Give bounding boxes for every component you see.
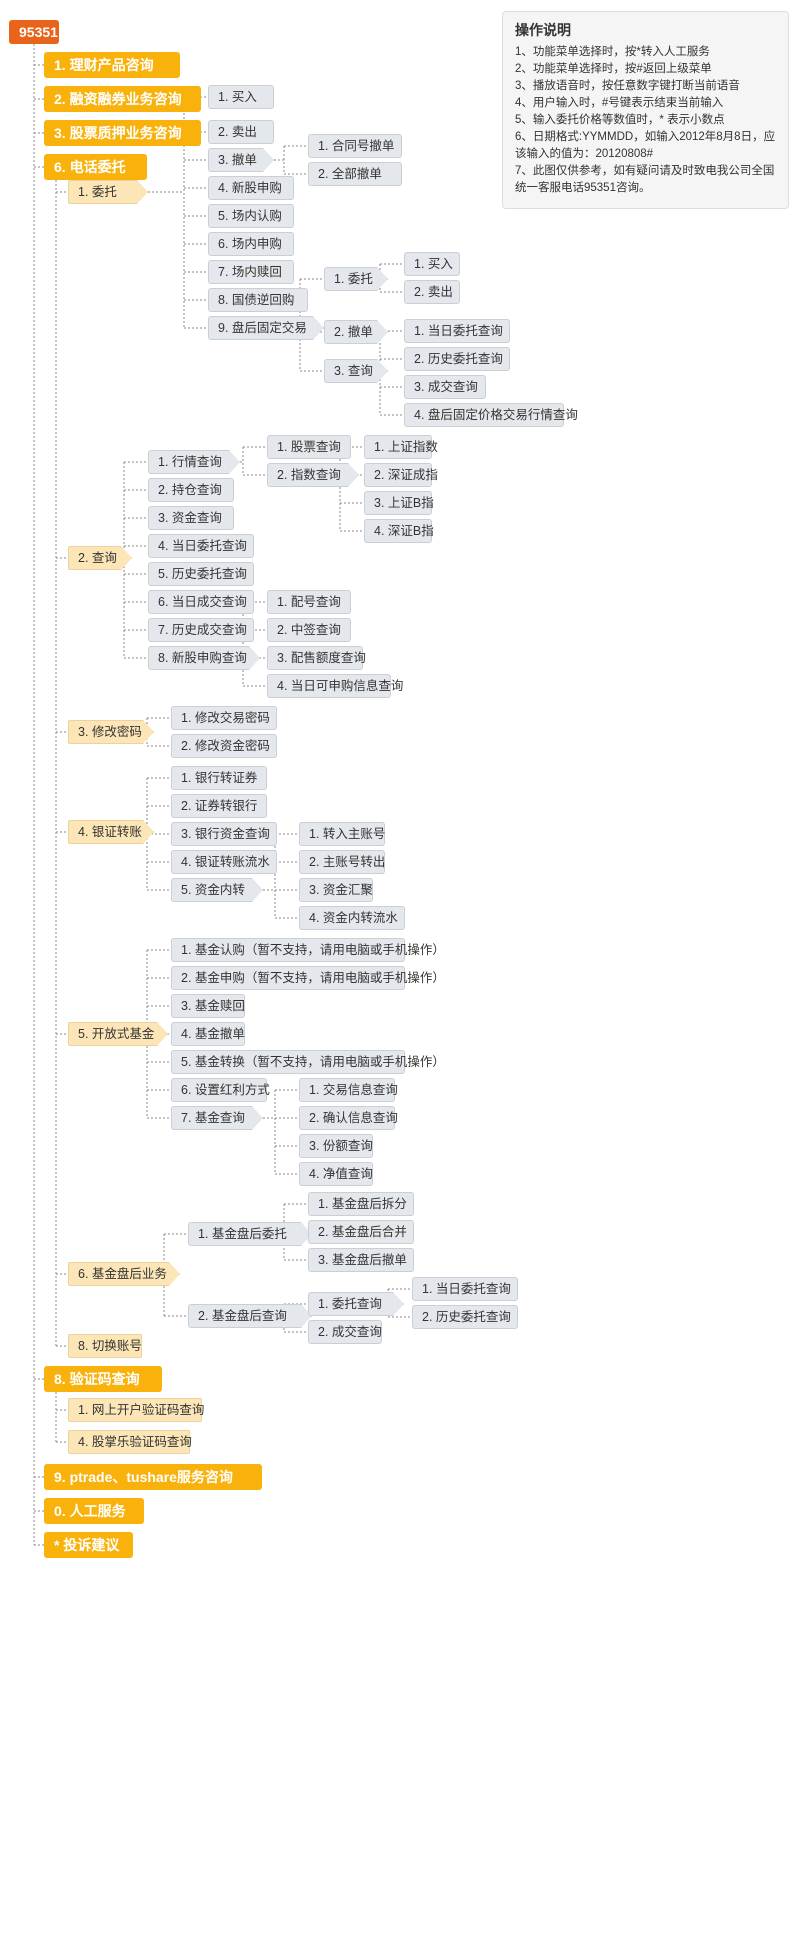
menu-node-3-4-6-3: 4. 净值查询: [299, 1162, 373, 1186]
instruction-line: 4、用户输入时，#号键表示结束当前输入: [515, 97, 724, 109]
menu-node-3-0-8-1: 2. 撤单: [324, 320, 388, 344]
menu-node-3-1: 2. 查询: [68, 546, 132, 570]
menu-node-3-0-0: 1. 买入: [208, 85, 274, 109]
menu-node-3-0-8-0-0: 1. 买入: [404, 252, 460, 276]
menu-node-3-0-4: 5. 场内认购: [208, 204, 294, 228]
menu-node-3-4-5: 6. 设置红利方式: [171, 1078, 270, 1102]
menu-node-3-4-6-1: 2. 确认信息查询: [299, 1106, 398, 1130]
menu-node-3-0-8-2-3: 4. 盘后固定价格交易行情查询: [404, 403, 578, 427]
menu-node-4-0: 1. 网上开户验证码查询: [68, 1398, 204, 1422]
menu-node-3-3-3: 4. 银证转账流水: [171, 850, 277, 874]
menu-node-3-5-0-0: 1. 基金盘后拆分: [308, 1192, 414, 1216]
menu-node-3-1-7: 8. 新股申购查询: [148, 646, 260, 670]
menu-node-3-1-7-0: 1. 配号查询: [267, 590, 351, 614]
menu-node-3-0-1: 2. 卖出: [208, 120, 274, 144]
menu-node-3-0-8-2-1: 2. 历史委托查询: [404, 347, 510, 371]
instruction-line: 3、播放语音时，按任意数字键打断当前语音: [515, 80, 740, 92]
instructions-panel: 操作说明 1、功能菜单选择时，按*转入人工服务 2、功能菜单选择时，按#返回上级…: [502, 11, 789, 209]
menu-node-3-1-7-2: 3. 配售额度查询: [267, 646, 366, 670]
menu-node-3-0-5: 6. 场内申购: [208, 232, 294, 256]
menu-node-0: 1. 理财产品咨询: [44, 52, 180, 78]
menu-node-3-3: 4. 银证转账: [68, 820, 154, 844]
menu-node-3-5-1-0-1: 2. 历史委托查询: [412, 1305, 518, 1329]
menu-node-3-0-8-0: 1. 委托: [324, 267, 388, 291]
menu-node-3-4-6: 7. 基金查询: [171, 1106, 263, 1130]
menu-node-3: 6. 电话委托: [44, 154, 147, 180]
menu-node-3-4-6-0: 1. 交易信息查询: [299, 1078, 398, 1102]
menu-node-5: 9. ptrade、tushare服务咨询: [44, 1464, 262, 1490]
menu-node-3-0-8: 9. 盘后固定交易: [208, 316, 324, 340]
menu-node-3-4: 5. 开放式基金: [68, 1022, 168, 1046]
menu-node-3-1-4: 5. 历史委托查询: [148, 562, 254, 586]
instruction-line: 7、此图仅供参考，如有疑问请及时致电我公司全国统一客服电话95351咨询。: [515, 165, 775, 194]
menu-node-3-1-5: 6. 当日成交查询: [148, 590, 254, 614]
menu-node-4-1: 4. 股掌乐验证码查询: [68, 1430, 192, 1454]
menu-node-3-1-1: 2. 持仓查询: [148, 478, 234, 502]
menu-node-3-0-2-1: 2. 全部撤单: [308, 162, 402, 186]
menu-node-3-2: 3. 修改密码: [68, 720, 154, 744]
menu-node-3-0-2-0: 1. 合同号撤单: [308, 134, 402, 158]
menu-node-3-3-4: 5. 资金内转: [171, 878, 263, 902]
instruction-line: 5、输入委托价格等数值时，* 表示小数点: [515, 114, 725, 126]
menu-node-3-3-4-3: 4. 资金内转流水: [299, 906, 405, 930]
menu-node-3-0-8-0-1: 2. 卖出: [404, 280, 460, 304]
menu-node-3-5-0: 1. 基金盘后委托: [188, 1222, 312, 1246]
menu-node-3-1-0-1-1: 2. 深证成指: [364, 463, 438, 487]
menu-node-3-3-4-1: 2. 主账号转出: [299, 850, 385, 874]
menu-node-3-4-4: 5. 基金转换（暂不支持，请用电脑或手机操作）: [171, 1050, 445, 1074]
menu-node-3-1-2: 3. 资金查询: [148, 506, 234, 530]
menu-node-3-5-1-0-0: 1. 当日委托查询: [412, 1277, 518, 1301]
menu-node-3-0-8-2-0: 1. 当日委托查询: [404, 319, 510, 343]
menu-node-3-3-1: 2. 证券转银行: [171, 794, 267, 818]
menu-node-3-5-1: 2. 基金盘后查询: [188, 1304, 312, 1328]
menu-node-3-1-0-1-0: 1. 上证指数: [364, 435, 438, 459]
menu-node-3-0-6: 7. 场内赎回: [208, 260, 294, 284]
menu-node-3-4-6-2: 3. 份额查询: [299, 1134, 373, 1158]
menu-node-3-5-1-1: 2. 成交查询: [308, 1320, 382, 1344]
menu-node-3-5-1-0: 1. 委托查询: [308, 1292, 404, 1316]
instruction-line: 6、日期格式:YYMMDD，如输入2012年8月8日，应该输入的值为：20120…: [515, 131, 776, 160]
instruction-line: 1、功能菜单选择时，按*转入人工服务: [515, 46, 710, 58]
menu-node-3-0: 1. 委托: [68, 180, 148, 204]
instructions-title: 操作说明: [515, 22, 571, 38]
menu-node-3-1-0-0: 1. 股票查询: [267, 435, 351, 459]
menu-node-3-3-2: 3. 银行资金查询: [171, 822, 277, 846]
menu-node-4: 8. 验证码查询: [44, 1366, 162, 1392]
menu-node-3-0-2: 3. 撤单: [208, 148, 274, 172]
menu-node-3-1-0-1-2: 3. 上证B指: [364, 491, 434, 515]
menu-node-6: 0. 人工服务: [44, 1498, 144, 1524]
menu-node-3-3-4-0: 1. 转入主账号: [299, 822, 385, 846]
menu-node-3-1-0-1-3: 4. 深证B指: [364, 519, 434, 543]
menu-node-3-4-3: 4. 基金撤单: [171, 1022, 245, 1046]
menu-node-3-5-0-1: 2. 基金盘后合并: [308, 1220, 414, 1244]
menu-node-3-6: 8. 切换账号: [68, 1334, 142, 1358]
menu-node-3-4-2: 3. 基金赎回: [171, 994, 245, 1018]
menu-node-3-0-3: 4. 新股申购: [208, 176, 294, 200]
menu-node-3-1-6: 7. 历史成交查询: [148, 618, 254, 642]
menu-node-3-3-4-2: 3. 资金汇聚: [299, 878, 373, 902]
menu-node-3-0-8-2-2: 3. 成交查询: [404, 375, 486, 399]
menu-node-3-1-0: 1. 行情查询: [148, 450, 240, 474]
menu-node-3-1-0-1: 2. 指数查询: [267, 463, 359, 487]
menu-node-3-2-1: 2. 修改资金密码: [171, 734, 277, 758]
menu-node-3-5: 6. 基金盘后业务: [68, 1262, 180, 1286]
menu-node-3-4-1: 2. 基金申购（暂不支持，请用电脑或手机操作）: [171, 966, 445, 990]
menu-node-3-0-8-2: 3. 查询: [324, 359, 388, 383]
menu-node-3-0-7: 8. 国债逆回购: [208, 288, 308, 312]
menu-node-3-5-0-2: 3. 基金盘后撤单: [308, 1248, 414, 1272]
instruction-line: 2、功能菜单选择时，按#返回上级菜单: [515, 63, 712, 75]
menu-node-2: 3. 股票质押业务咨询: [44, 120, 201, 146]
menu-node-1: 2. 融资融券业务咨询: [44, 86, 201, 112]
menu-node-3-3-0: 1. 银行转证券: [171, 766, 267, 790]
menu-node-3-2-0: 1. 修改交易密码: [171, 706, 277, 730]
menu-node-3-1-7-1: 2. 中签查询: [267, 618, 351, 642]
menu-node-7: * 投诉建议: [44, 1532, 133, 1558]
menu-node-3-1-7-3: 4. 当日可申购信息查询: [267, 674, 403, 698]
menu-node-3-4-0: 1. 基金认购（暂不支持，请用电脑或手机操作）: [171, 938, 445, 962]
menu-node-3-1-3: 4. 当日委托查询: [148, 534, 254, 558]
root-node: 95351: [9, 20, 59, 44]
